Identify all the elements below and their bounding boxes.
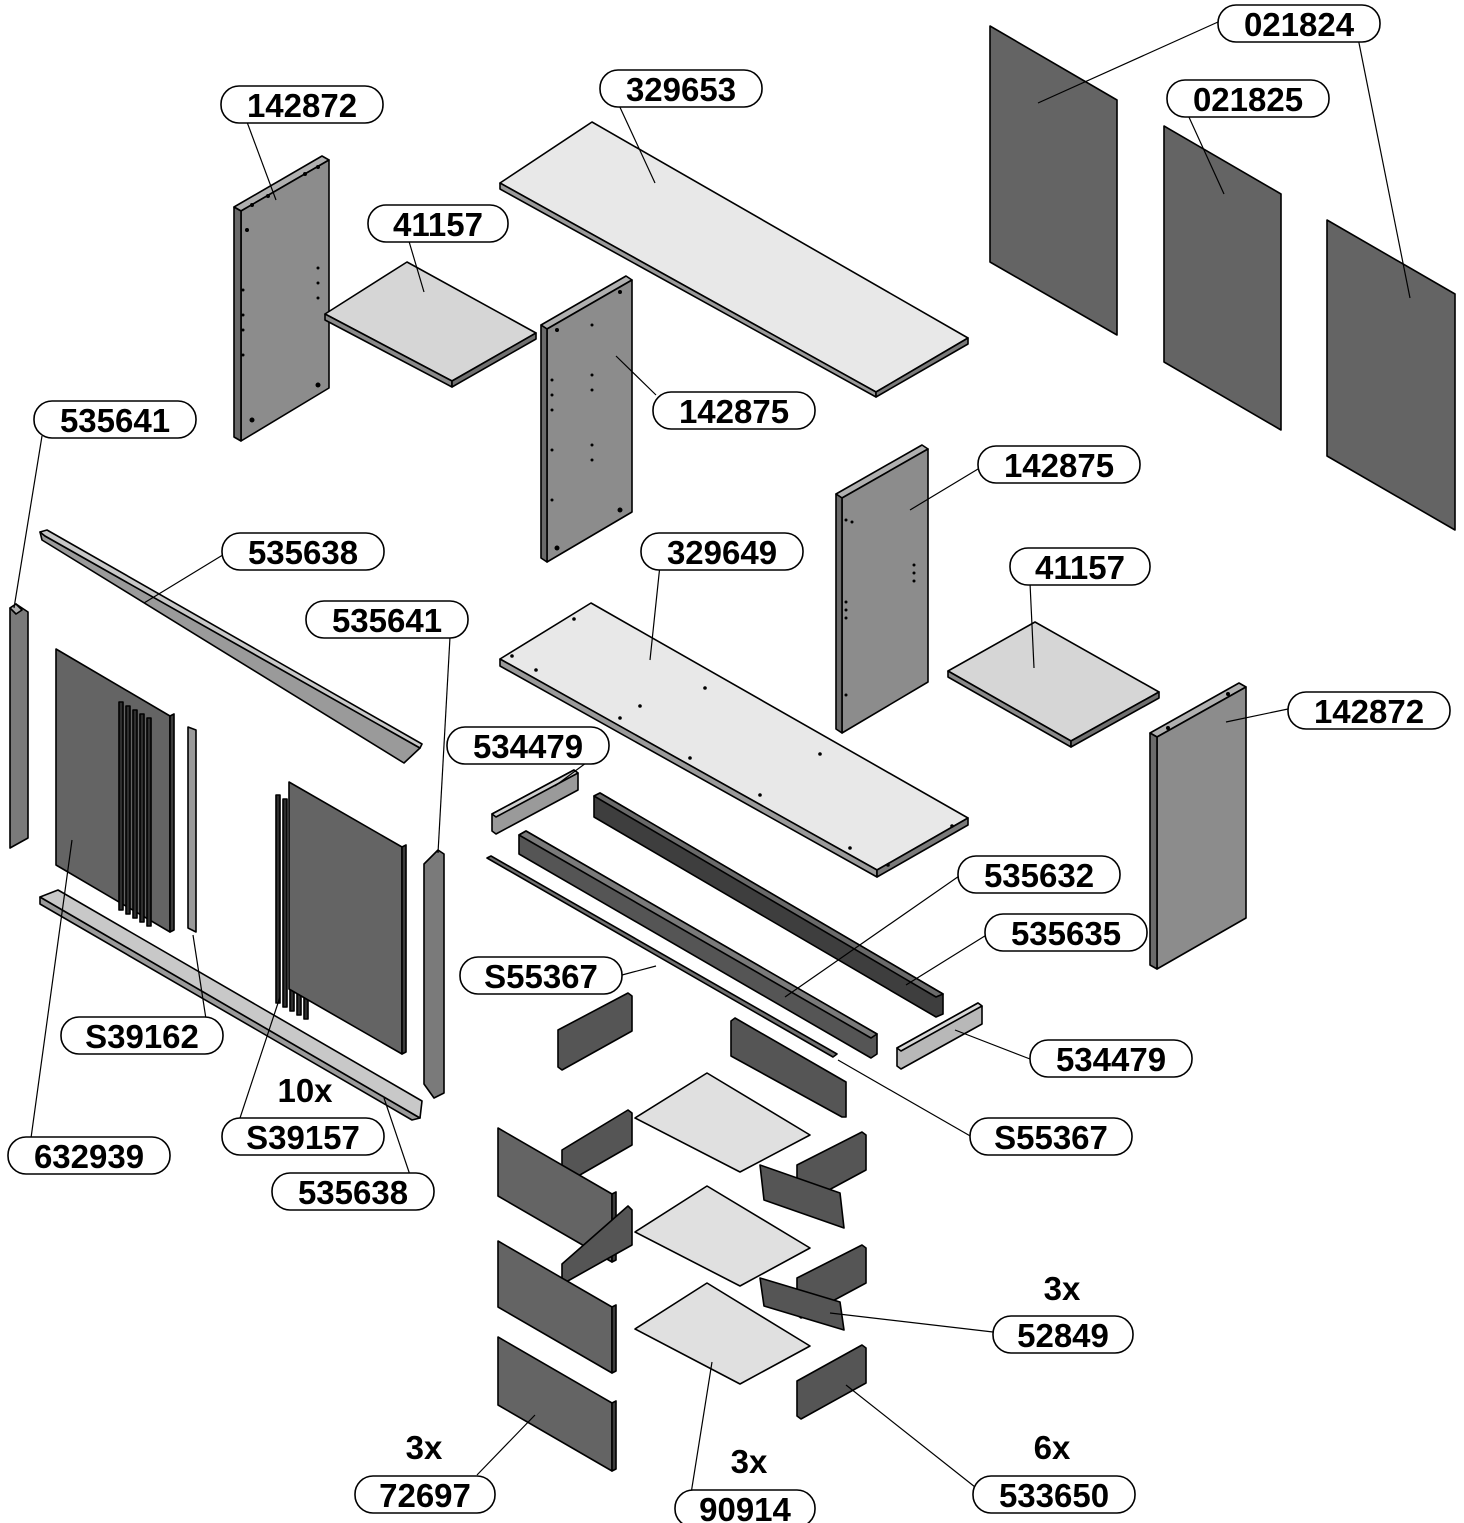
label-632939: 632939 [7,1136,171,1175]
drawer-bottom-90914-2 [634,1185,811,1287]
side-panel-142872-top [233,155,330,442]
bottom-board-329649 [499,602,969,878]
side-panel-142872-bottom [1149,682,1247,970]
middle-panel-142875-top [540,275,633,563]
svg-text:534479: 534479 [473,728,583,765]
svg-text:632939: 632939 [34,1138,144,1175]
label-535638-top: 535638 [221,532,385,571]
middle-panel-142875-bottom [835,444,929,734]
label-021824: 021824 [1217,4,1381,43]
top-board-329653 [499,121,969,398]
rail-535632 [518,830,878,1059]
label-72697: 3x 72697 [354,1429,496,1514]
svg-text:329653: 329653 [626,71,736,108]
rail-535635 [593,792,944,1018]
svg-text:535641: 535641 [332,602,442,639]
svg-text:S39162: S39162 [85,1018,199,1055]
label-52849: 3x 52849 [992,1270,1134,1354]
drawer-side-right-1 [759,1131,867,1229]
label-329653: 329653 [599,69,763,108]
label-90914: 3x 90914 [674,1443,816,1523]
label-535641-left: 535641 [33,400,197,439]
svg-text:S39157: S39157 [246,1119,360,1156]
svg-text:90914: 90914 [699,1491,791,1523]
svg-text:142875: 142875 [1004,447,1114,484]
strip-S39162 [187,726,197,933]
profile-535641-right [423,849,445,1099]
svg-text:41157: 41157 [393,206,483,243]
quantity-52849: 3x [1044,1270,1081,1307]
svg-text:142872: 142872 [1314,693,1424,730]
shelf-41157-bottom [947,621,1160,748]
label-41157-bottom: 41157 [1009,547,1151,586]
label-S39162: S39162 [60,1016,224,1055]
label-021825: 021825 [1166,79,1330,118]
svg-text:535638: 535638 [298,1174,408,1211]
label-329649: 329649 [640,532,804,571]
shelf-41157-top [324,261,537,388]
label-533650: 6x 533650 [972,1429,1136,1514]
drawer-bottom-90914-3 [634,1282,811,1385]
label-142872-top: 142872 [220,85,384,124]
label-S55367-top: S55367 [459,956,623,995]
label-535641-right: 535641 [305,600,469,639]
svg-text:534479: 534479 [1056,1041,1166,1078]
svg-text:535641: 535641 [60,402,170,439]
svg-text:021824: 021824 [1244,6,1355,43]
drawer-side-52849 [759,1244,867,1331]
quantity-S39157: 10x [277,1072,333,1109]
drawer-front-72697-3 [497,1336,617,1472]
svg-text:S55367: S55367 [994,1119,1108,1156]
rod-S55367 [486,855,838,1058]
drawer-side-533650 [796,1344,867,1420]
drawer-side-left-1 [557,992,633,1071]
door-panel-632939 [55,648,175,933]
drawer-back-1 [730,1017,847,1118]
label-142875-top: 142875 [652,391,816,430]
profile-535641-left [9,603,29,849]
label-142872-bottom: 142872 [1287,691,1451,730]
back-panel-021824-right [1326,219,1456,531]
svg-text:52849: 52849 [1017,1317,1109,1354]
svg-text:021825: 021825 [1193,81,1303,118]
back-panel-021824-left [989,25,1118,336]
quantity-72697: 3x [406,1429,443,1466]
svg-text:535632: 535632 [984,857,1094,894]
strips-S39157-left [118,701,152,927]
profile-535638-top [39,529,423,764]
label-535638-bottom: 535638 [271,1172,435,1211]
label-534479-top: 534479 [446,726,610,765]
connector-534479-top [491,769,579,835]
connector-534479-bottom [896,1002,983,1070]
drawer-bottom-90914-1 [634,1072,811,1173]
leader-lines [13,21,1411,1501]
quantity-533650: 6x [1034,1429,1071,1466]
label-S39157: 10x S39157 [221,1072,385,1156]
door-panel-right [288,781,407,1055]
label-142875-bottom: 142875 [977,445,1141,484]
svg-text:S55367: S55367 [484,958,598,995]
svg-text:329649: 329649 [667,534,777,571]
svg-text:535638: 535638 [248,534,358,571]
profile-535638-bottom [39,889,423,1121]
label-S55367-bottom: S55367 [969,1117,1133,1156]
label-535635: 535635 [984,913,1148,952]
label-535632: 535632 [957,855,1121,894]
drawer-front-72697-1 [497,1109,633,1263]
svg-text:72697: 72697 [379,1477,471,1514]
svg-text:142875: 142875 [679,393,789,430]
svg-text:533650: 533650 [999,1477,1109,1514]
label-41157-top: 41157 [367,204,509,243]
quantity-90914: 3x [731,1443,768,1480]
svg-text:142872: 142872 [247,87,357,124]
back-panel-021825 [1163,125,1282,431]
svg-text:41157: 41157 [1035,549,1125,586]
svg-text:535635: 535635 [1011,915,1121,952]
label-534479-bottom: 534479 [1029,1039,1193,1078]
drawer-front-72697-2 [497,1205,633,1374]
